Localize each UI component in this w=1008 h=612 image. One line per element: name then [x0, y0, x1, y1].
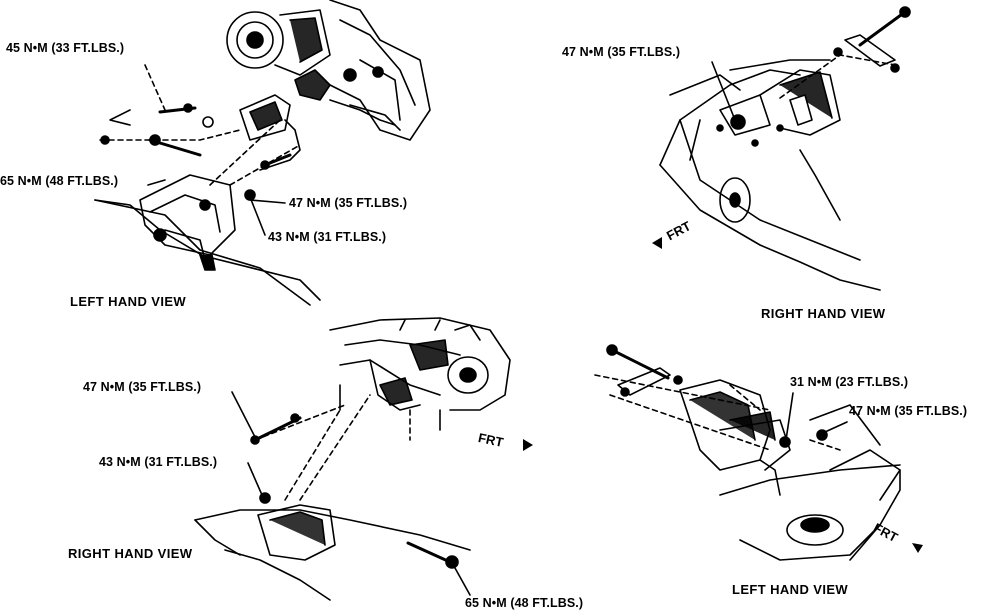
frt-arrow-icon — [652, 237, 662, 249]
view-label: LEFT HAND VIEW — [732, 582, 849, 597]
torque-label: 65 N•M (48 FT.LBS.) — [0, 174, 119, 188]
view-label: RIGHT HAND VIEW — [761, 306, 886, 321]
torque-label: 43 N•M (31 FT.LBS.) — [268, 230, 387, 244]
torque-label: 43 N•M (31 FT.LBS.) — [99, 455, 218, 469]
torque-label: 47 N•M (35 FT.LBS.) — [83, 380, 202, 394]
torque-label: 47 N•M (35 FT.LBS.) — [849, 404, 968, 418]
torque-label: 47 N•M (35 FT.LBS.) — [562, 45, 681, 59]
torque-label: 47 N•M (35 FT.LBS.) — [289, 196, 408, 210]
view-label: LEFT HAND VIEW — [70, 294, 187, 309]
top-right-drawing — [659, 6, 911, 291]
torque-label: 65 N•M (48 FT.LBS.) — [465, 596, 584, 610]
view-label: RIGHT HAND VIEW — [68, 546, 193, 561]
frt-arrow-icon — [523, 439, 533, 451]
top-left-drawing — [94, 0, 431, 306]
frt-arrow-icon — [912, 543, 923, 553]
bottom-right-drawing — [594, 344, 901, 561]
torque-label: 31 N•M (23 FT.LBS.) — [790, 375, 909, 389]
bottom-middle-drawing — [194, 317, 511, 601]
torque-label: 45 N•M (33 FT.LBS.) — [6, 41, 125, 55]
